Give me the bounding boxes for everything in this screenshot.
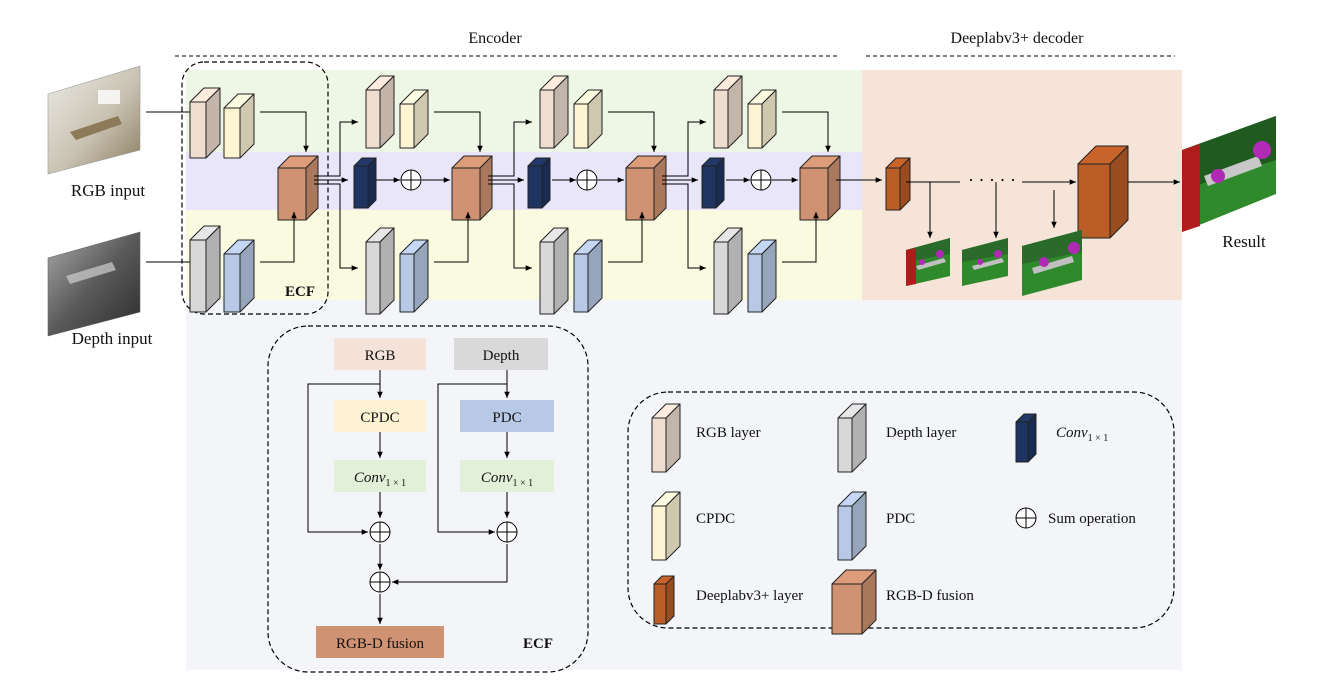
segmentation-thumbnail	[906, 238, 950, 286]
cpdc-block	[573, 89, 603, 149]
ecf-cpdc-label: CPDC	[360, 410, 399, 426]
rgbd-fusion-block	[451, 155, 493, 221]
sum-icon	[576, 169, 598, 191]
ecf-detail-connections	[307, 370, 510, 624]
deeplab-layer-block	[885, 157, 911, 211]
ecf-conv-left-box	[334, 460, 426, 492]
ecf-fusion-box	[316, 626, 444, 658]
depth-layer-block	[365, 227, 395, 315]
ecf-depth-label: Depth	[483, 348, 520, 364]
legend-conv-swatch	[1015, 413, 1037, 463]
ecf-cpdc-box	[334, 400, 426, 432]
deeplab-layer-block	[1077, 145, 1129, 239]
ecf-sum-nodes	[369, 521, 518, 593]
rgb-input-image	[47, 65, 141, 175]
sum-icon	[369, 571, 391, 593]
ecf-fusion-label: RGB-D fusion	[336, 636, 424, 652]
legend-depth-layer: Depth layer	[886, 425, 956, 441]
ecf-detail-boundary	[267, 325, 589, 673]
ecf-pdc-box	[460, 400, 554, 432]
legend-rgb-layer-swatch	[651, 403, 681, 473]
ecf-boundary	[181, 61, 329, 315]
legend-cpdc-swatch	[651, 491, 681, 561]
rgb-layer-block	[189, 87, 221, 159]
legend-rgb-layer: RGB layer	[696, 425, 761, 441]
legend-deeplab: Deeplabv3+ layer	[696, 588, 803, 604]
ecf-detail-label: ECF	[523, 636, 553, 652]
legend-deeplab-swatch	[653, 575, 675, 625]
legend-boundary	[627, 391, 1175, 629]
ecf-conv-right-box	[460, 460, 554, 492]
depth-layer-block	[189, 225, 221, 313]
rgbd-fusion-block	[799, 155, 841, 221]
encoder-connections	[260, 111, 882, 271]
sum-icon	[1015, 507, 1037, 529]
rgb-input-label: RGB input	[71, 181, 145, 200]
decoder-title: Deeplabv3+ decoder	[951, 30, 1085, 47]
legend-depth-layer-swatch	[837, 403, 867, 473]
result-image	[1182, 116, 1276, 232]
depth-layer-block	[713, 227, 743, 315]
pdc-block	[223, 239, 255, 313]
ecf-rgb-box	[334, 338, 426, 370]
legend-pdc-swatch	[837, 491, 867, 561]
pdc-block	[573, 239, 603, 313]
cpdc-block	[399, 89, 429, 149]
depth-layer-block	[539, 227, 569, 315]
sum-icon	[400, 169, 422, 191]
conv1x1-block	[353, 157, 377, 209]
ecf-pdc-label: PDC	[492, 410, 521, 426]
legend-fusion: RGB-D fusion	[886, 588, 974, 604]
ecf-label: ECF	[285, 284, 315, 300]
legend-sum: Sum operation	[1048, 511, 1136, 527]
cpdc-block	[223, 93, 255, 159]
rgbd-fusion-block	[625, 155, 667, 221]
encoder-title: Encoder	[468, 30, 522, 47]
ecf-rgb-label: RGB	[365, 348, 396, 364]
rgbd-fusion-block	[277, 155, 319, 221]
conv1x1-block	[701, 157, 725, 209]
legend-cpdc: CPDC	[696, 511, 735, 527]
conv1x1-block	[527, 157, 551, 209]
depth-input-image	[47, 231, 141, 337]
cpdc-block	[747, 89, 777, 149]
encoder-sum-nodes	[400, 169, 772, 191]
segmentation-thumbnail	[962, 238, 1008, 286]
ecf-conv-right-label: Conv1 × 1	[481, 470, 533, 489]
depth-input-label: Depth input	[72, 329, 153, 348]
rgb-layer-block	[365, 75, 395, 149]
network-blocks	[189, 75, 1129, 315]
pdc-block	[747, 239, 777, 313]
legend-fusion-swatch	[831, 569, 877, 635]
rgb-layer-block	[713, 75, 743, 149]
sum-icon	[369, 521, 391, 543]
decoder-connections	[906, 179, 1180, 238]
sum-icon	[496, 521, 518, 543]
sum-icon	[750, 169, 772, 191]
ecf-depth-box	[454, 338, 548, 370]
ellipsis-dots: · · · · ·	[968, 170, 1016, 190]
result-label: Result	[1222, 232, 1266, 251]
legend-conv: Conv1 × 1	[1056, 425, 1108, 444]
ecf-conv-left-label: Conv1 × 1	[354, 470, 406, 489]
legend-swatches	[651, 403, 1037, 635]
pdc-block	[399, 239, 429, 313]
legend-pdc: PDC	[886, 511, 915, 527]
segmentation-thumbnail	[1022, 230, 1082, 296]
rgb-layer-block	[539, 75, 569, 149]
